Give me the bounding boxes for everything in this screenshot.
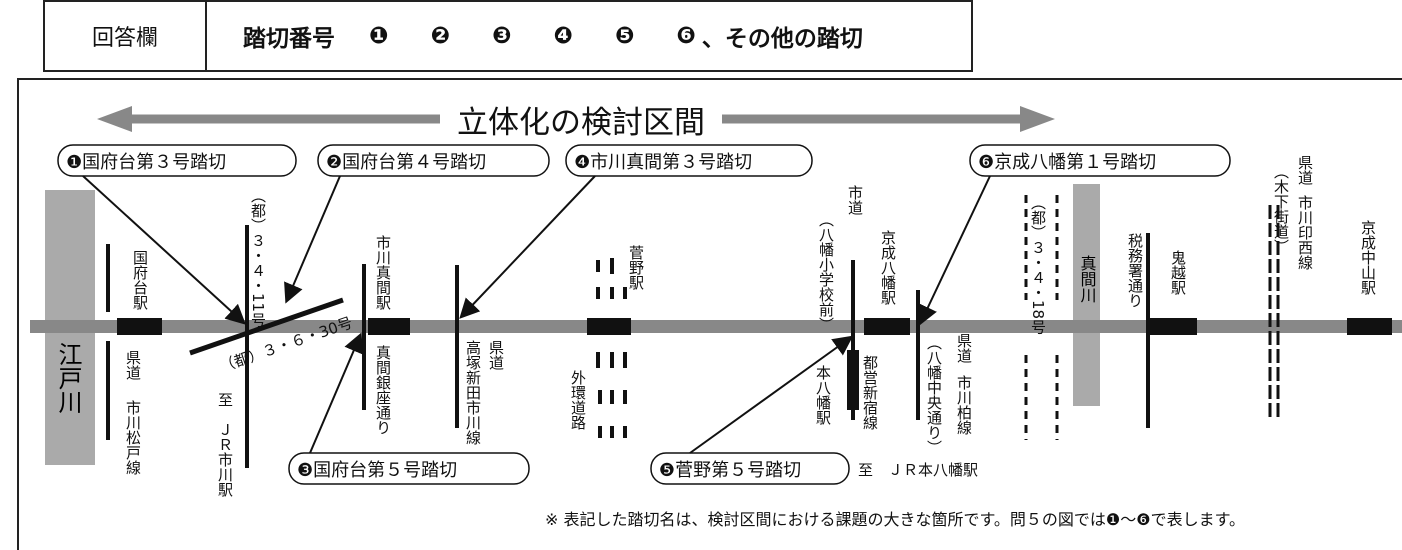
shido-label: 市道 (846, 185, 864, 215)
gaikan-marks (596, 258, 627, 438)
motoyawata-station-label: 本八幡駅 (814, 365, 832, 425)
ichikawamama-station-label: 市川真間駅 (374, 235, 392, 310)
road-3-4-18-label: （都）３・４・18号 (1029, 195, 1047, 335)
kioroshi-label: （木下街道） (1272, 164, 1290, 254)
map-frame (17, 78, 1402, 550)
crossing-3-label: ❸国府台第５号踏切 (297, 460, 457, 481)
onigoe-station-label: 鬼越駅 (1169, 250, 1187, 295)
toei-label: 都営新宿線 (861, 355, 879, 430)
crossing-6-label: ❻京成八幡第１号踏切 (978, 152, 1156, 173)
road-3-4-11-label: （都）３・４・11号 (249, 188, 267, 328)
kendo-top-label: 県道 (124, 350, 142, 380)
mama-river (1073, 184, 1100, 406)
option-4[interactable]: ❹ (553, 23, 573, 49)
kohnodai-station-label: 国府台駅 (131, 250, 149, 310)
edogawa-label: 江戸川 (54, 342, 82, 414)
keisei-nakayama-station-label: 京成中山駅 (1359, 220, 1377, 295)
ichikawa-matsudo-label: 市川松戸線 (124, 400, 142, 475)
option-2[interactable]: ❷ (430, 23, 450, 49)
crossing-callouts (57, 144, 1231, 485)
crossing-4-label: ❹市川真間第３号踏切 (574, 152, 752, 173)
ichikawa-kashiwa-label: 市川柏線 (955, 375, 973, 435)
yawata-gakko-label: （八幡小学校前） (817, 212, 835, 332)
option-5[interactable]: ❺ (614, 23, 635, 49)
answer-title: 踏切番号 (243, 26, 335, 52)
option-3[interactable]: ❸ (491, 23, 512, 49)
answer-label: 回答欄 (45, 2, 207, 70)
sugano-station-label: 菅野駅 (627, 245, 645, 290)
to-jr-motoyawata-label: 至 ＪＲ本八幡駅 (858, 461, 978, 479)
keisei-yawata-station-label: 京成八幡駅 (879, 230, 897, 305)
answer-tail[interactable]: 、その他の踏切 (701, 26, 863, 52)
zeimusho-label: 税務署通り (1126, 233, 1144, 308)
answer-options: 踏切番号 ❶ ❷ ❸ ❹ ❺ ❻ 、その他の踏切 (207, 2, 971, 70)
option-1[interactable]: ❶ (369, 23, 389, 49)
crossing-labels: ❶国府台第３号踏切 ❷国府台第４号踏切 ❹市川真間第３号踏切 ❻京成八幡第１号踏… (66, 152, 1156, 481)
mama-label: 真間川 (1078, 255, 1097, 303)
toei-shinjuku-line (847, 350, 859, 410)
takatsuka-label: 高塚新田市川線 (464, 340, 482, 445)
kendo-b-label: 県道 (955, 333, 973, 363)
gaikan-label: 外環道路 (569, 370, 587, 430)
to-jr-ichikawa-label: 至 ＪＲ市川駅 (216, 392, 234, 497)
answer-table: 回答欄 踏切番号 ❶ ❷ ❸ ❹ ❺ ❻ 、その他の踏切 (43, 0, 973, 72)
vertical-labels: 国府台駅 市川真間駅 菅野駅 京成八幡駅 鬼越駅 京成中山駅 本八幡駅 （都）３… (124, 155, 1377, 497)
section-arrow: 立体化の検討区間 (97, 105, 1055, 141)
kendo-a-label: 県道 (487, 340, 505, 370)
footnote: ※ 表記した踏切名は、検討区間における課題の大きな箇所です。問５の図では❶〜❻で… (545, 510, 1245, 529)
crossing-5-label: ❺菅野第５号踏切 (659, 460, 801, 481)
kendo-c-label: 県道 (1296, 155, 1314, 185)
crossing-1-label: ❶国府台第３号踏切 (66, 152, 226, 173)
ichikawa-inzai-label: 市川印西線 (1296, 195, 1314, 270)
yawata-chuo-label: （八幡中央通り） (925, 335, 943, 455)
station-blocks (117, 318, 1392, 335)
crossing-2-label: ❷国府台第４号踏切 (326, 152, 486, 173)
mama-ginza-label: 真間銀座通り (374, 344, 392, 435)
section-label: 立体化の検討区間 (457, 105, 705, 141)
option-6[interactable]: ❻ (676, 23, 696, 49)
pointer-arrows (82, 175, 991, 454)
